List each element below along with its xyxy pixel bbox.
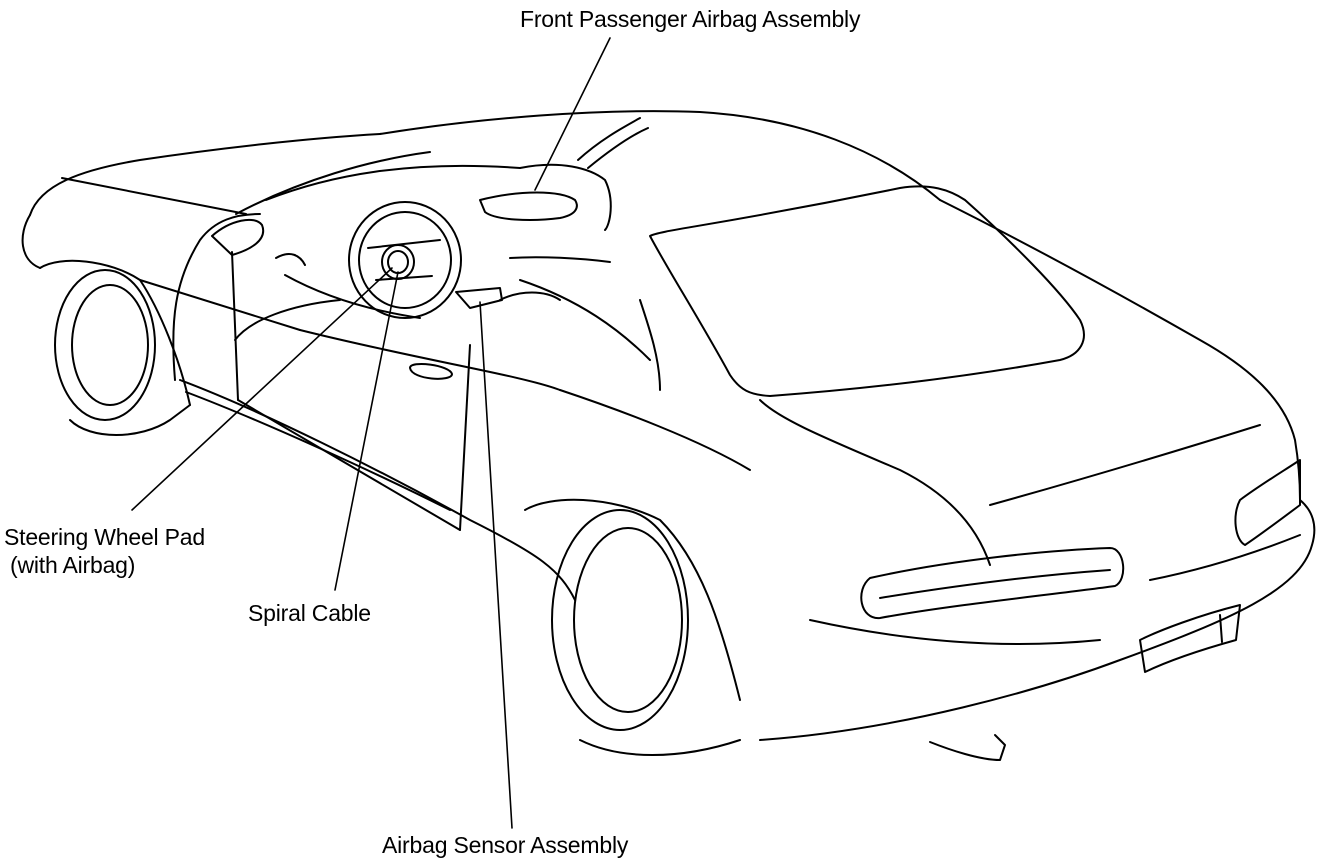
steering-wheel-pad-sublabel: (with Airbag) [10,552,136,578]
car-body [21,110,1316,761]
leader-lines [131,37,611,829]
leader-airbag-sensor [479,301,513,829]
steering-wheel-pad-label: Steering Wheel Pad [4,524,205,550]
leader-spiral-cable [334,271,399,591]
leader-steering-pad [131,267,393,511]
airbag-sensor-label: Airbag Sensor Assembly [382,832,629,858]
spiral-cable-label: Spiral Cable [248,600,371,626]
front-passenger-airbag-label: Front Passenger Airbag Assembly [520,6,861,32]
leader-front-passenger [534,37,611,191]
